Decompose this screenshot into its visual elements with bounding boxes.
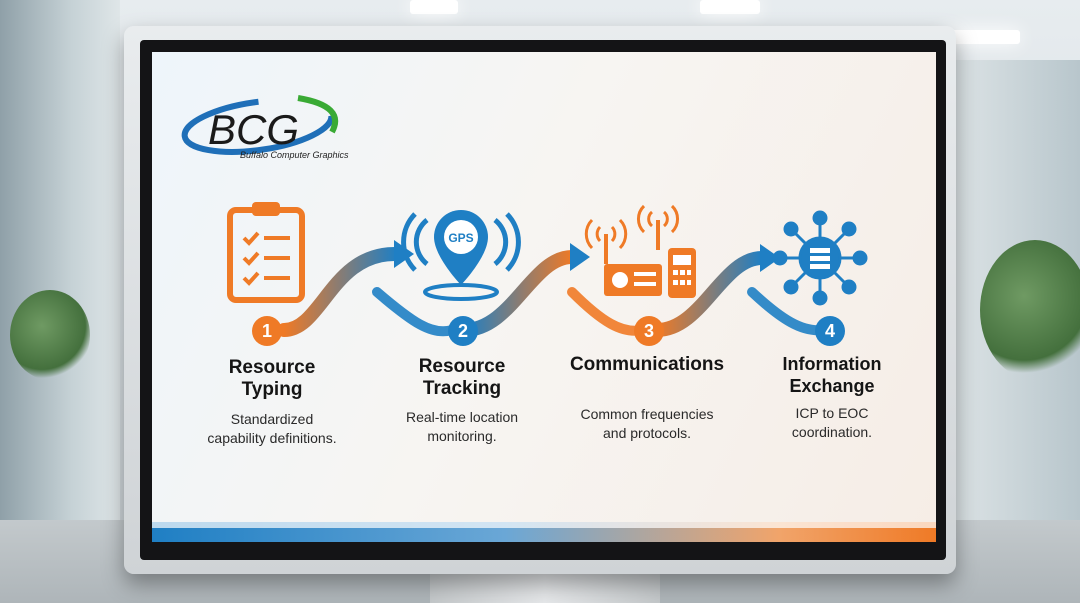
logo-text: BCG (208, 106, 299, 153)
arrowhead-3 (760, 244, 780, 272)
step-title-line: Resource (228, 357, 316, 378)
flow-arrow-3 (457, 250, 579, 337)
accent-bar (152, 522, 936, 542)
step-desc-line: Real-time location (405, 409, 519, 425)
step-number-3: 3 (634, 316, 664, 346)
step-title-3: Communications (562, 354, 732, 376)
step-desc-3: Common frequencies and protocols. (562, 405, 732, 443)
gps-pin-icon: GPS (401, 210, 521, 301)
ceiling-light (940, 30, 1020, 44)
step-number-1: 1 (252, 316, 282, 346)
step-desc-line: Standardized (230, 411, 314, 427)
step-number-2: 2 (448, 316, 478, 346)
plant (10, 290, 90, 380)
flow-arrow-6 (747, 287, 827, 336)
step-title-line: Resource (418, 356, 506, 377)
step-desc-2: Real-time location monitoring. (382, 408, 542, 446)
step-title-2: Resource Tracking (392, 356, 532, 400)
flow-arrow-2 (372, 287, 457, 337)
step-title-line: Typing (241, 379, 303, 400)
radio-transceiver-icon (584, 204, 696, 298)
flow-arrow-5 (650, 251, 769, 337)
flow-arrow-4 (567, 287, 647, 336)
process-flow: GPS (227, 202, 868, 337)
step-title-line: Information (782, 354, 882, 374)
ceiling-light (700, 0, 760, 14)
network-hub-icon (772, 210, 868, 306)
arrowhead-2 (570, 243, 590, 271)
step-desc-line: coordination. (791, 424, 873, 440)
step-title-1: Resource Typing (202, 357, 342, 401)
step-desc-line: capability definitions. (207, 430, 337, 446)
clipboard-checklist-icon (227, 202, 305, 303)
step-desc-4: ICP to EOC coordination. (762, 404, 902, 442)
step-desc-line: Common frequencies (580, 406, 714, 422)
logo-subtitle: Buffalo Computer Graphics (240, 150, 349, 160)
plant (980, 240, 1080, 380)
monitor-screen: BCG Buffalo Computer Graphics (152, 52, 936, 542)
bcg-logo: BCG (181, 95, 339, 155)
flow-arrow-1 (277, 246, 404, 337)
step-title-line: Tracking (422, 378, 502, 399)
gps-label: GPS (448, 231, 473, 245)
step-desc-1: Standardized capability definitions. (182, 410, 362, 448)
step-desc-line: and protocols. (603, 425, 691, 441)
ceiling-light (410, 0, 458, 14)
step-desc-line: ICP to EOC (795, 405, 869, 421)
step-title-line: Communications (569, 354, 725, 375)
step-title-4: Information Exchange (762, 353, 902, 397)
step-number-4: 4 (815, 316, 845, 346)
step-desc-line: monitoring. (427, 428, 497, 444)
step-title-line: Exchange (789, 376, 875, 396)
